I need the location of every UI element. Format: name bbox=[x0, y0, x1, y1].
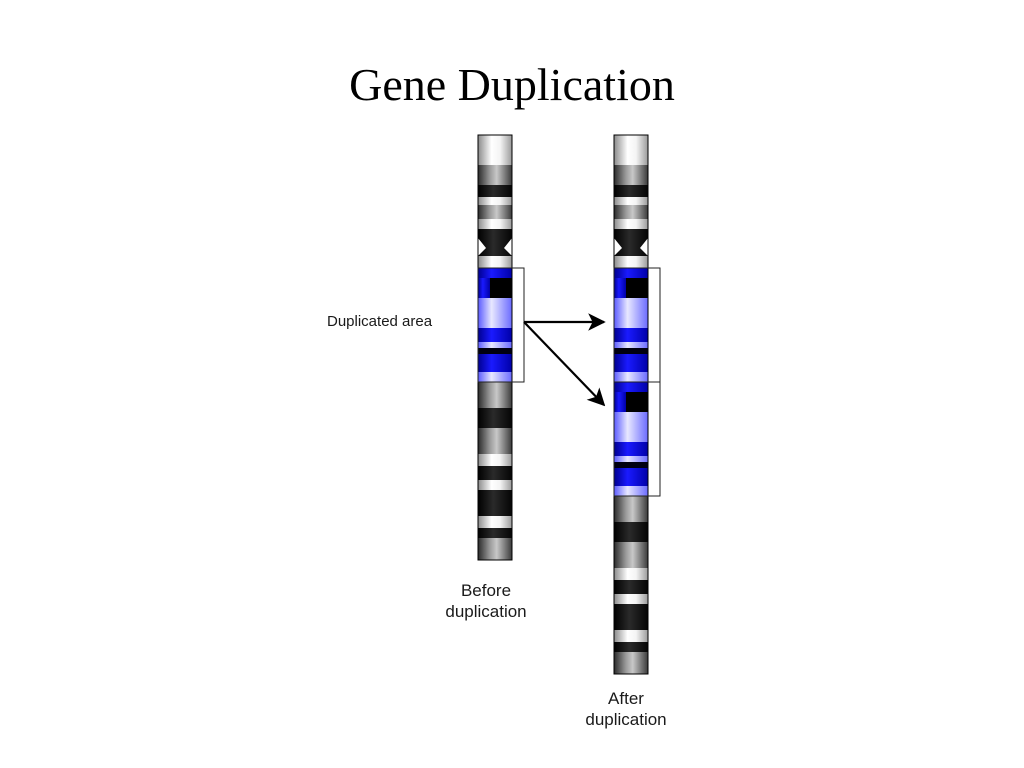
chromosome-after bbox=[613, 134, 661, 675]
copy-2-bracket bbox=[613, 381, 661, 497]
after-duplication-label: After duplication bbox=[566, 688, 686, 730]
duplicated-region-copy-2 bbox=[614, 382, 648, 496]
duplicated-area-label: Duplicated area bbox=[327, 313, 433, 330]
duplicated-area-bracket bbox=[477, 267, 525, 383]
arrow-to-copy-2 bbox=[523, 321, 606, 407]
duplicated-region-copy-1 bbox=[614, 268, 648, 382]
before-duplication-text: Before duplication bbox=[445, 581, 527, 621]
after-duplication-text: After duplication bbox=[585, 689, 667, 729]
duplicated-region-before bbox=[478, 268, 512, 382]
before-duplication-label: Before duplication bbox=[426, 580, 546, 622]
slide-title: Gene Duplication bbox=[349, 59, 675, 110]
chromosome-before bbox=[477, 134, 525, 561]
